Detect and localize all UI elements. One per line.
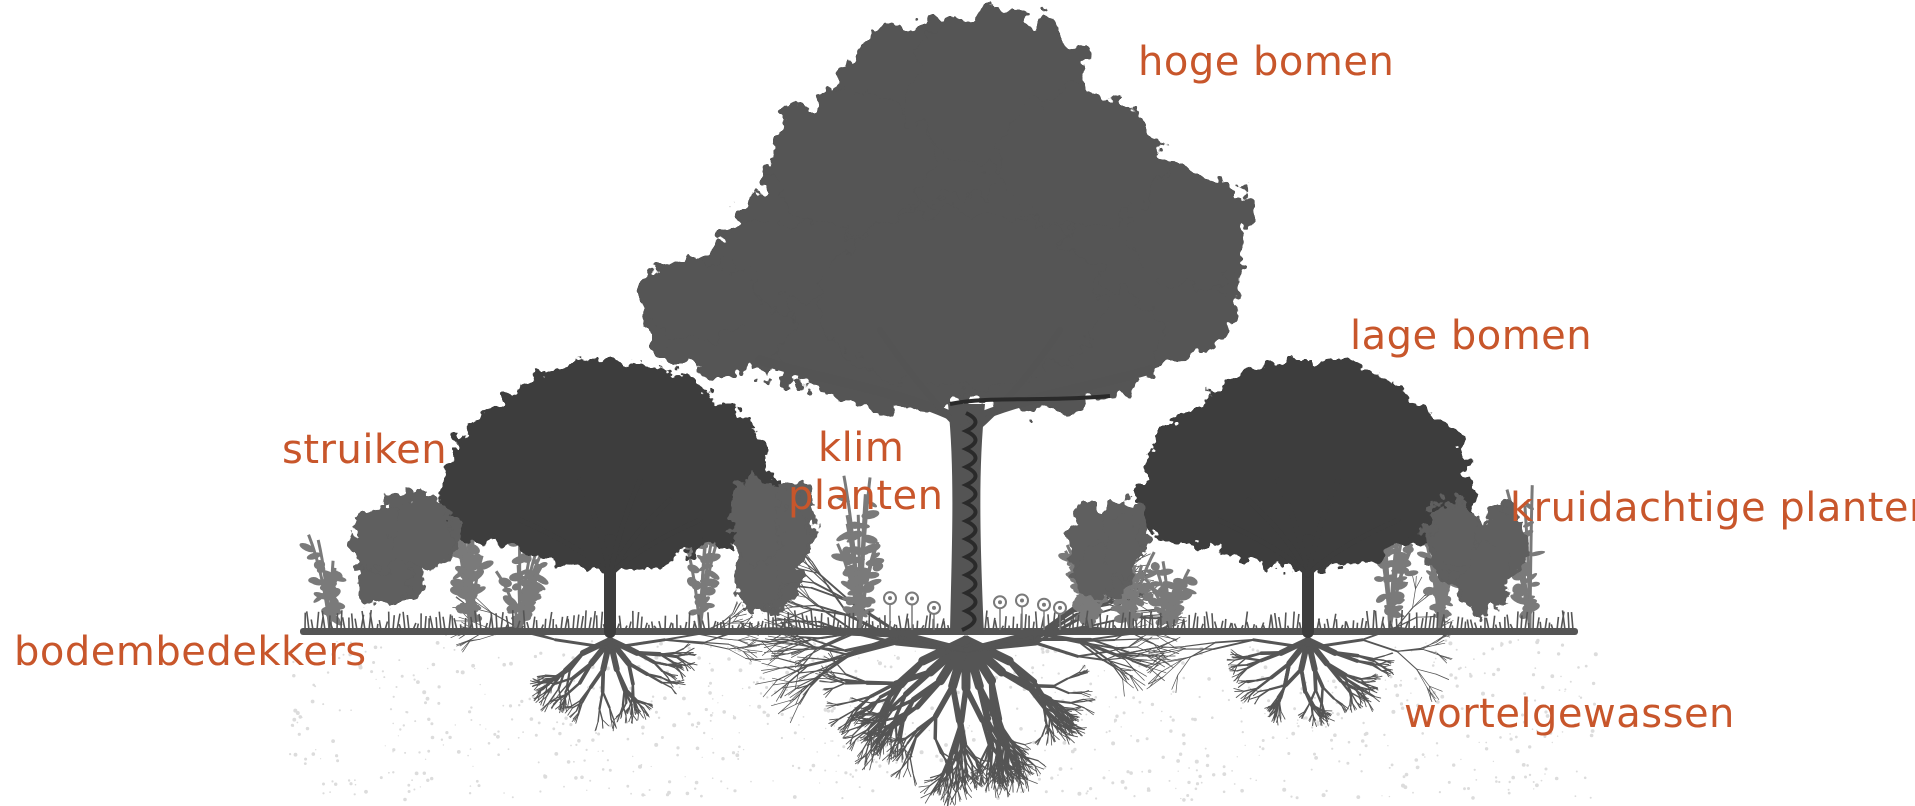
label-shrubs: struiken xyxy=(282,426,447,474)
label-climbers: klim planten xyxy=(788,424,944,520)
label-low-trees: lage bomen xyxy=(1350,312,1592,360)
label-herbaceous-plants: kruidachtige planten xyxy=(1510,484,1915,532)
label-climbers-line1: klim xyxy=(788,424,944,472)
label-climbers-line2: planten xyxy=(788,472,944,520)
label-tall-trees: hoge bomen xyxy=(1138,38,1394,86)
low-tree-left xyxy=(440,360,780,632)
label-ground-cover: bodembedekkers xyxy=(14,628,367,676)
label-root-crops: wortelgewassen xyxy=(1404,690,1735,738)
